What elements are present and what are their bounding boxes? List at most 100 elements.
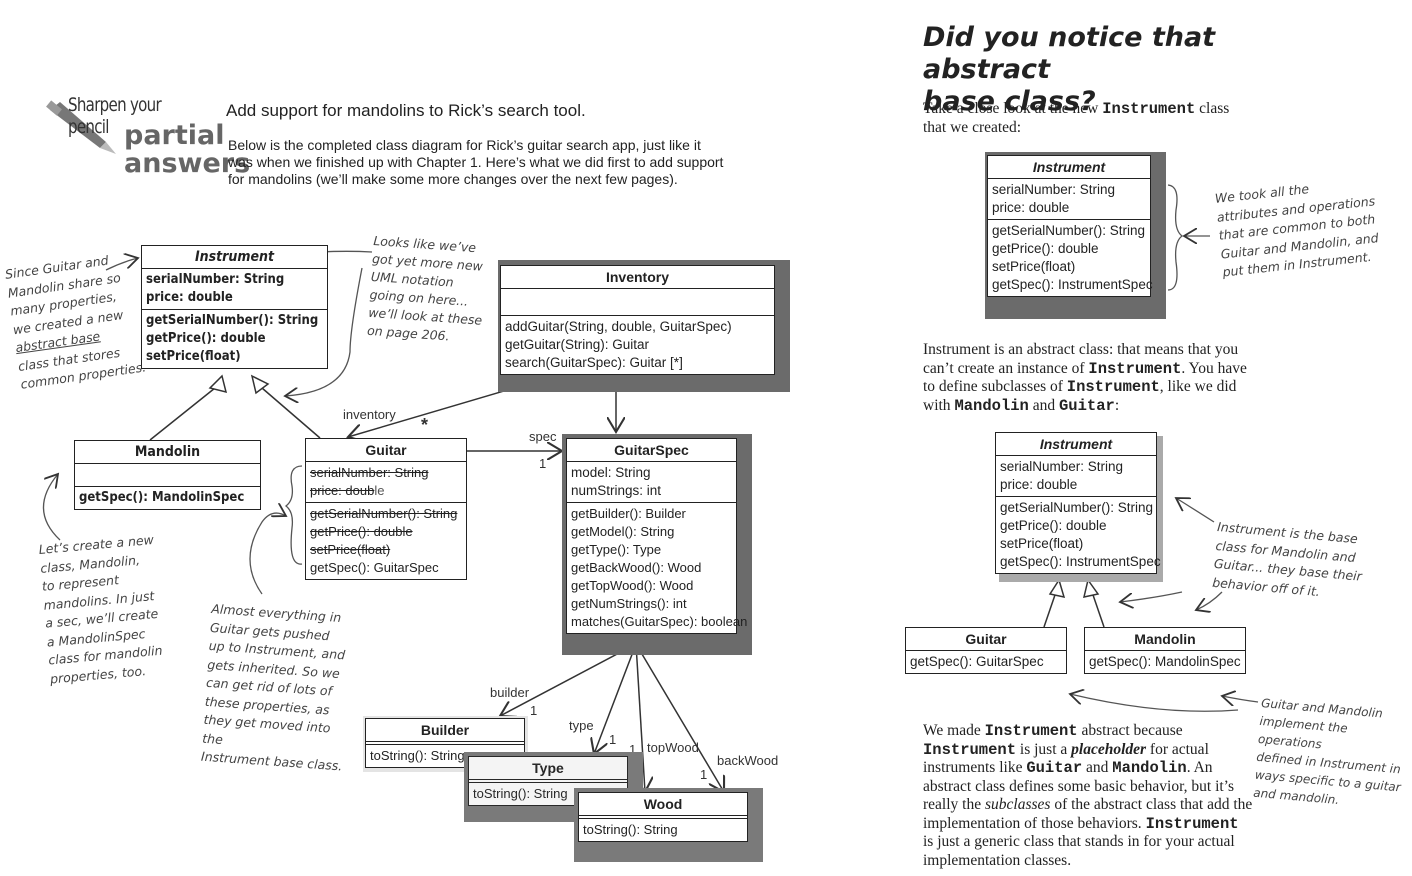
text-run: Take a close look at the new <box>923 100 1103 117</box>
intro-line: was when we finished up with Chapter 1. … <box>228 154 724 170</box>
operation: getBuilder(): Builder <box>571 506 686 521</box>
operation: setPrice(float) <box>146 349 241 364</box>
text-run: . You have <box>1181 359 1247 377</box>
text-line: implementation of those behaviors. Instr… <box>923 815 1253 834</box>
type-label: type <box>569 718 594 733</box>
text-run: abstract because <box>1077 722 1183 739</box>
note-arrow <box>42 474 61 541</box>
class-name: GuitarSpec <box>567 439 736 462</box>
text-run: and <box>1082 759 1113 776</box>
operation: getModel(): String <box>571 524 675 539</box>
note-implement-operations: Guitar and Mandolin implement the operat… <box>1253 694 1412 815</box>
attributes-section: model: String numStrings: int <box>567 462 736 503</box>
operation: getSpec(): MandolinSpec <box>1089 654 1241 669</box>
text-tail: le <box>374 483 385 498</box>
instrument-class-box-abstract: Instrument serialNumber: String price: d… <box>987 155 1153 297</box>
multiplicity-one: 1 <box>700 767 708 782</box>
badge-title: Sharpen your pencil <box>68 94 162 138</box>
text-run: can’t create an instance of <box>923 359 1089 377</box>
multiplicity-one: 1 <box>609 732 617 747</box>
paragraph-placeholder: We made Instrument abstract because Inst… <box>923 722 1253 870</box>
operation: getPrice(): double <box>1000 518 1107 533</box>
attributes-section <box>501 289 774 316</box>
removed-attribute: price: double <box>310 482 462 500</box>
class-name: Instrument <box>988 156 1150 179</box>
mandolin-inherits-line <box>1091 591 1105 628</box>
section-title: Did you notice that abstract base class? <box>923 22 1323 118</box>
operation: setPrice(float) <box>1000 536 1084 551</box>
class-name: Instrument <box>142 246 327 269</box>
text-run: : <box>1114 396 1120 414</box>
operation: addGuitar(String, double, GuitarSpec) <box>505 319 732 334</box>
text-line: to define subclasses of Instrument, like… <box>923 378 1263 397</box>
operation: getSpec(): MandolinSpec <box>79 490 245 505</box>
removed-attribute: serialNumber: String <box>310 465 429 480</box>
builder-class-box: Builder toString(): String <box>365 718 525 768</box>
attribute: price: double <box>1000 477 1078 492</box>
attributes-section: serialNumber: String price: double <box>142 269 327 310</box>
multiplicity-one: 1 <box>629 742 637 757</box>
operation: getSerialNumber(): String <box>146 313 319 328</box>
operation: getGuitar(String): Guitar <box>505 337 650 352</box>
guitarspec-class-box: GuitarSpec model: String numStrings: int… <box>566 438 748 634</box>
operation: toString(): String <box>583 822 678 837</box>
spec-label: spec <box>529 429 557 444</box>
multiplicity-one: 1 <box>539 456 547 471</box>
operation: getSpec(): InstrumentSpec <box>1000 554 1161 569</box>
operation: getSerialNumber(): String <box>1000 500 1154 515</box>
operation: matches(GuitarSpec): boolean <box>571 614 748 629</box>
generalization-arrowhead <box>250 374 270 395</box>
attributes-section <box>579 816 747 819</box>
attributes-section <box>75 464 260 487</box>
multiplicity-one: 1 <box>530 703 538 718</box>
mandolin-class-box: Mandolin getSpec(): MandolinSpec <box>74 440 261 510</box>
removed-operation: getSerialNumber(): String <box>310 506 458 521</box>
text-run: of the abstract class that add the <box>1050 796 1253 813</box>
operation: getSpec(): GuitarSpec <box>310 560 439 575</box>
generalization-arrowhead <box>208 374 228 394</box>
code-run: Guitar <box>1059 396 1115 415</box>
operations-section: toString(): String <box>366 745 524 767</box>
text-run: . An <box>1186 759 1213 776</box>
operations-section: getSpec(): MandolinSpec <box>75 487 260 509</box>
text-run: and <box>1028 396 1059 414</box>
note-uml-notation: Looks like we’ve got yet more new UML no… <box>366 232 493 348</box>
attributes-section: serialNumber: String price: double <box>988 179 1150 220</box>
operations-section: getSerialNumber(): String getPrice(): do… <box>996 497 1161 573</box>
class-name: Inventory <box>501 266 774 289</box>
note-mandolin-class: Let’s create a new class, Mandolin, to r… <box>38 530 180 689</box>
topwood-label: topWood <box>647 740 699 755</box>
emphasis-run: placeholder <box>1071 740 1147 758</box>
class-name: Type <box>469 757 627 780</box>
operation: getSpec(): GuitarSpec <box>910 654 1044 669</box>
note-arrow <box>1222 696 1259 702</box>
operation: getType(): Type <box>571 542 662 557</box>
text-line: abstract class defines some basic behavi… <box>923 777 1235 795</box>
operations-section: addGuitar(String, double, GuitarSpec) ge… <box>501 316 774 374</box>
code-run: Instrument <box>1088 359 1182 378</box>
note-arrow <box>1176 498 1215 523</box>
text-run: class <box>1195 100 1230 117</box>
attributes-section: serialNumber: String price: double <box>306 462 466 503</box>
operations-section: getBuilder(): Builder getModel(): String… <box>567 503 748 633</box>
attributes-section: serialNumber: String price: double <box>996 456 1156 497</box>
note-inherited-properties: Almost everything in Guitar gets pushed … <box>200 600 361 777</box>
note-arrow <box>249 513 286 595</box>
text-line: Instrument is an abstract class: that me… <box>923 341 1239 358</box>
builder-label: builder <box>490 685 530 700</box>
type-class-box: Type toString(): String <box>468 756 628 806</box>
text-line: is just a generic class that stands in f… <box>923 833 1235 850</box>
mandolin-subclass-box: Mandolin getSpec(): MandolinSpec <box>1084 627 1246 674</box>
text-run: for actual <box>1146 740 1209 758</box>
emphasis-run: subclasses <box>984 796 1051 813</box>
text-line: that we created: <box>923 118 1022 136</box>
title-line: Did you notice that abstract <box>923 22 1216 85</box>
attributes-section <box>366 742 524 745</box>
guitar-class-box: Guitar serialNumber: String price: doubl… <box>305 438 467 580</box>
code-run: Instrument <box>1145 814 1239 833</box>
guitar-inherits-line <box>261 387 321 439</box>
code-run: Instrument <box>1066 378 1160 396</box>
inventory-class-box: Inventory addGuitar(String, double, Guit… <box>500 265 775 375</box>
text-run: is just a <box>1016 740 1072 758</box>
attribute: numStrings: int <box>571 483 662 498</box>
